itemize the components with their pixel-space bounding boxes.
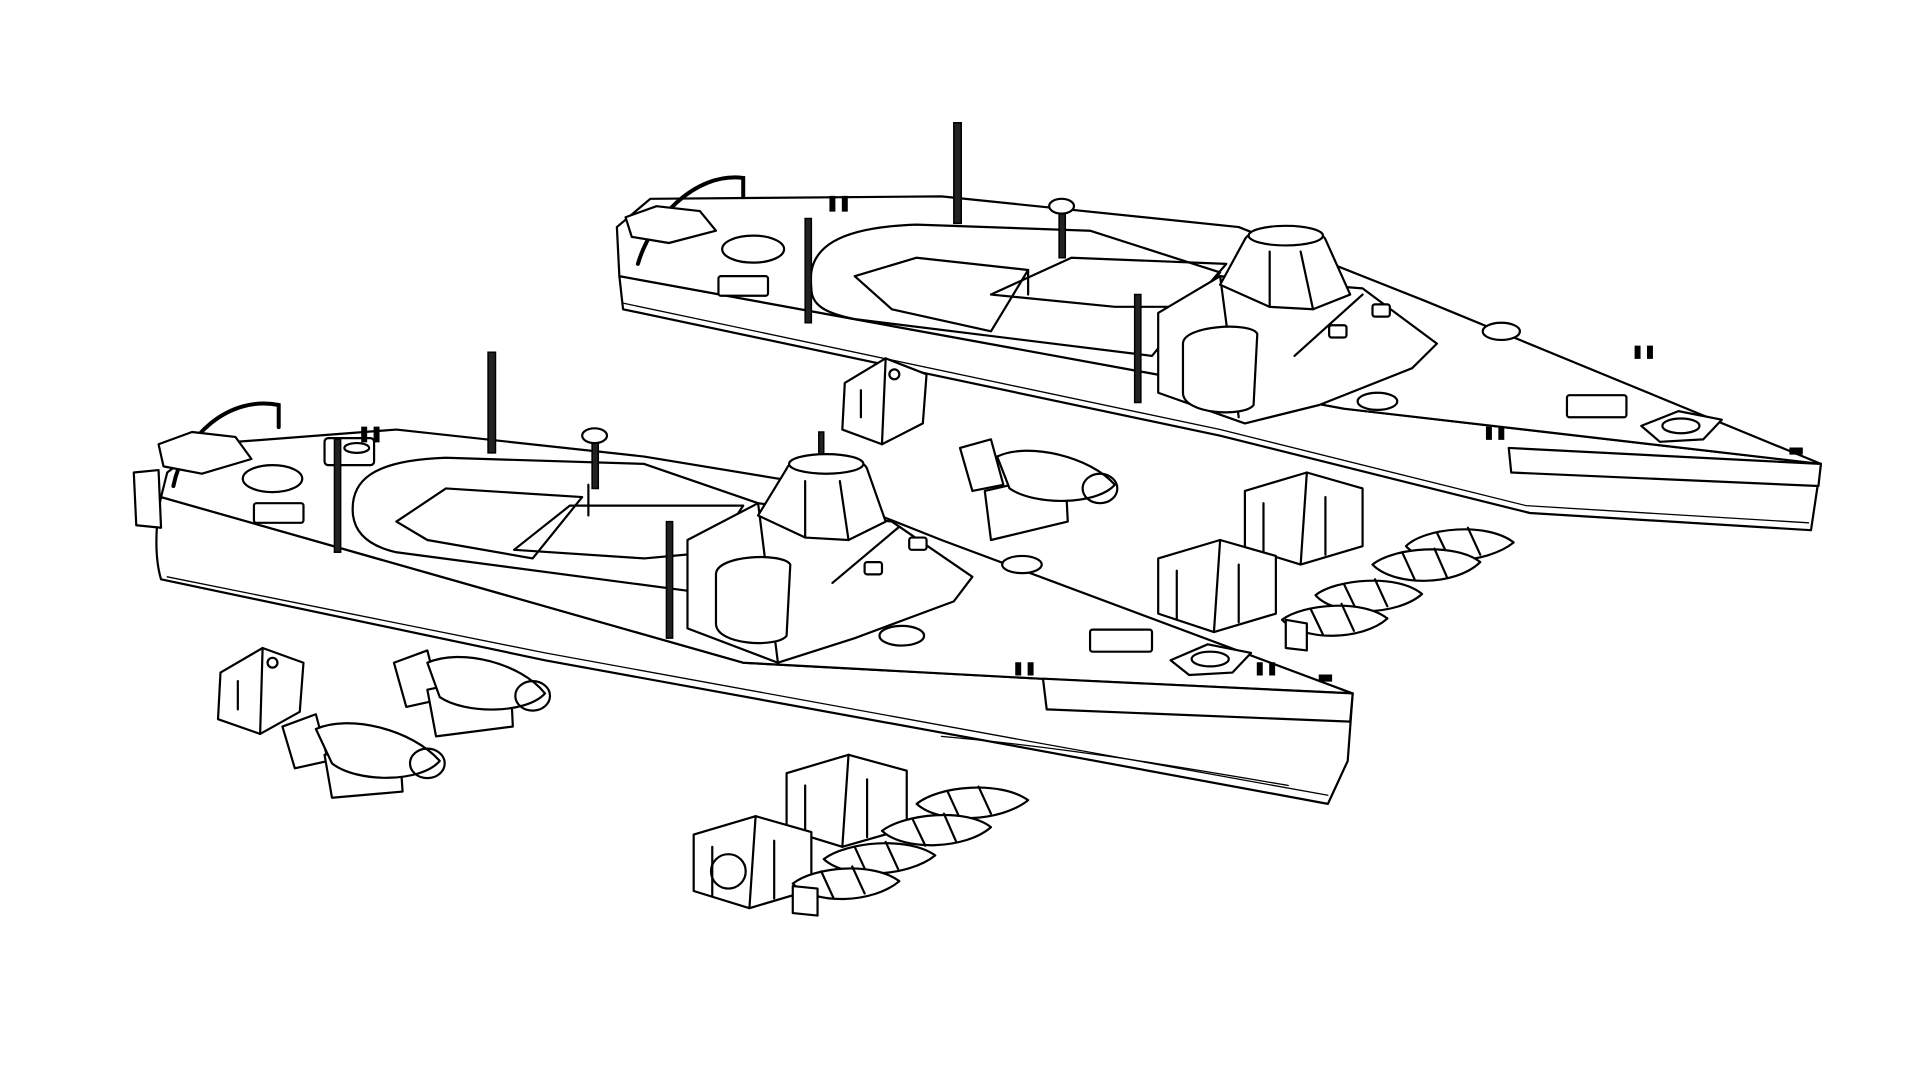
skeg-bracket-rear [842,358,926,444]
rear-bow-strip [1509,448,1821,486]
front-mast [488,352,495,453]
launcher-front-2 [694,816,812,908]
rear-aft-arch [638,177,743,263]
bomb-front-4 [793,866,900,915]
front-bow-strip [1043,679,1353,722]
bomb-front-1 [917,787,1028,819]
torpedo-rack-2 [394,650,550,736]
bomb-front-2 [882,814,991,846]
rear-mast [954,123,961,224]
bomb-rear-2 [1372,549,1480,581]
torpedo-rack-1 [960,439,1117,540]
front-bow-hatch [1171,644,1252,675]
skeg-bracket-front [218,648,303,734]
rear-door [1183,327,1257,413]
launcher-rear-1 [1245,473,1363,565]
bomb-rear-4 [1282,604,1387,651]
launcher-rear-2 [1158,540,1276,632]
front-door [716,557,790,643]
boat-rear [617,123,1821,530]
torpedo-rack-3 [282,714,444,797]
boat-front [134,352,1353,804]
rear-bow-hatch [1641,411,1722,442]
